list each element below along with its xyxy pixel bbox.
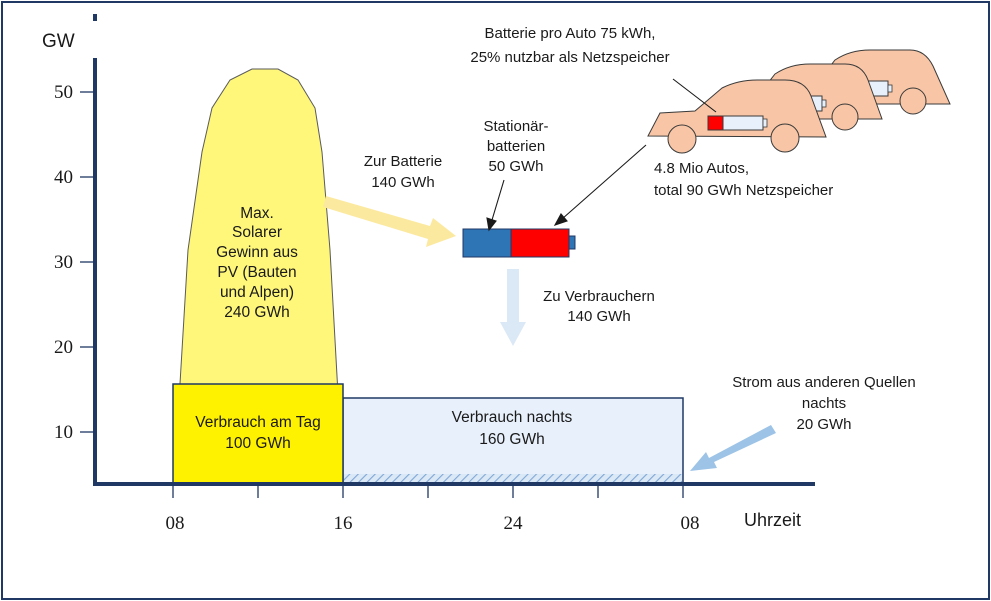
y-tick-marks: [80, 91, 95, 433]
other-sources-band: [344, 474, 682, 483]
stationary-pointer: [486, 179, 505, 232]
battery-terminal: [568, 235, 576, 250]
y-tick-label: 50: [54, 82, 73, 103]
x-tick-marks: [172, 484, 684, 498]
y-tick-label: 40: [54, 167, 73, 188]
to-consumers-label: Zu Verbrauchern 140 GWh: [543, 288, 655, 325]
car-battery-terminal: [762, 118, 768, 128]
stationary-label: Stationär- batterien 50 GWh: [483, 118, 548, 175]
to-consumers-label-line: Zu Verbrauchern: [543, 288, 655, 305]
night-consumption-label-line: 160 GWh: [479, 431, 544, 448]
stationary-battery: [462, 228, 576, 258]
battery-blue-part: [462, 228, 512, 258]
solar-label-line: 240 GWh: [224, 304, 289, 321]
to-battery-arrow: [323, 196, 456, 247]
x-tick-label: 08: [166, 513, 185, 534]
car-battery-label-line: 25% nutzbar als Netzspeicher: [470, 49, 669, 66]
car-battery-label-line: Batterie pro Auto 75 kWh,: [485, 25, 656, 42]
y-tick-label: 10: [54, 422, 73, 443]
stationary-label-line: Stationär-: [483, 118, 548, 135]
x-tick-label: 16: [334, 513, 353, 534]
to-consumers-label-line: 140 GWh: [567, 308, 630, 325]
x-axis-label: Uhrzeit: [744, 510, 801, 530]
y-tick-labels: 50 40 30 20 10: [54, 82, 73, 443]
car-front: [647, 79, 827, 154]
cars-pointer: [553, 144, 647, 226]
other-sources-label-line: 20 GWh: [796, 416, 851, 433]
x-tick-label: 08: [681, 513, 700, 534]
day-consumption-block: [172, 383, 344, 485]
stationary-label-line: batterien: [487, 138, 545, 155]
day-consumption-label-line: 100 GWh: [225, 435, 290, 452]
car-battery-red: [707, 115, 724, 131]
axes: [80, 14, 815, 498]
solar-label-line: und Alpen): [220, 284, 294, 301]
solar-label-line: PV (Bauten: [217, 264, 296, 281]
car-battery-label: Batterie pro Auto 75 kWh, 25% nutzbar al…: [470, 25, 669, 66]
to-battery-label: Zur Batterie 140 GWh: [364, 153, 442, 191]
solar-label: Max. Solarer Gewinn aus PV (Bauten und A…: [216, 205, 298, 321]
solar-label-line: Solarer: [232, 224, 282, 241]
y-tick-label: 20: [54, 337, 73, 358]
cars-label: 4.8 Mio Autos, total 90 GWh Netzspeicher: [654, 160, 833, 199]
solar-label-line: Max.: [240, 205, 274, 222]
cars-label-line: total 90 GWh Netzspeicher: [654, 182, 833, 199]
y-unit-label: GW: [42, 31, 75, 52]
other-sources-label: Strom aus anderen Quellen nachts 20 GWh: [732, 374, 915, 433]
x-tick-labels: 08 16 24 08: [166, 513, 700, 534]
to-battery-label-line: Zur Batterie: [364, 153, 442, 170]
solar-label-line: Gewinn aus: [216, 244, 298, 261]
y-tick-label: 30: [54, 252, 73, 273]
battery-red-part: [510, 228, 570, 258]
cars-label-line: 4.8 Mio Autos,: [654, 160, 749, 177]
night-consumption-label-line: Verbrauch nachts: [452, 409, 573, 426]
to-consumers-arrow: [500, 269, 526, 346]
stationary-label-line: 50 GWh: [488, 158, 543, 175]
other-sources-arrow: [690, 425, 776, 471]
solar-production-shape: [173, 68, 344, 485]
night-consumption-label: Verbrauch nachts 160 GWh: [452, 409, 573, 448]
other-sources-label-line: nachts: [802, 395, 846, 412]
car-battery-body: [722, 115, 764, 131]
to-battery-label-line: 140 GWh: [371, 174, 434, 191]
x-tick-label: 24: [504, 513, 524, 534]
car-battery-pointer: [672, 78, 717, 113]
day-consumption-label: Verbrauch am Tag 100 GWh: [195, 414, 321, 452]
day-consumption-label-line: Verbrauch am Tag: [195, 414, 321, 431]
other-sources-label-line: Strom aus anderen Quellen: [732, 374, 915, 391]
